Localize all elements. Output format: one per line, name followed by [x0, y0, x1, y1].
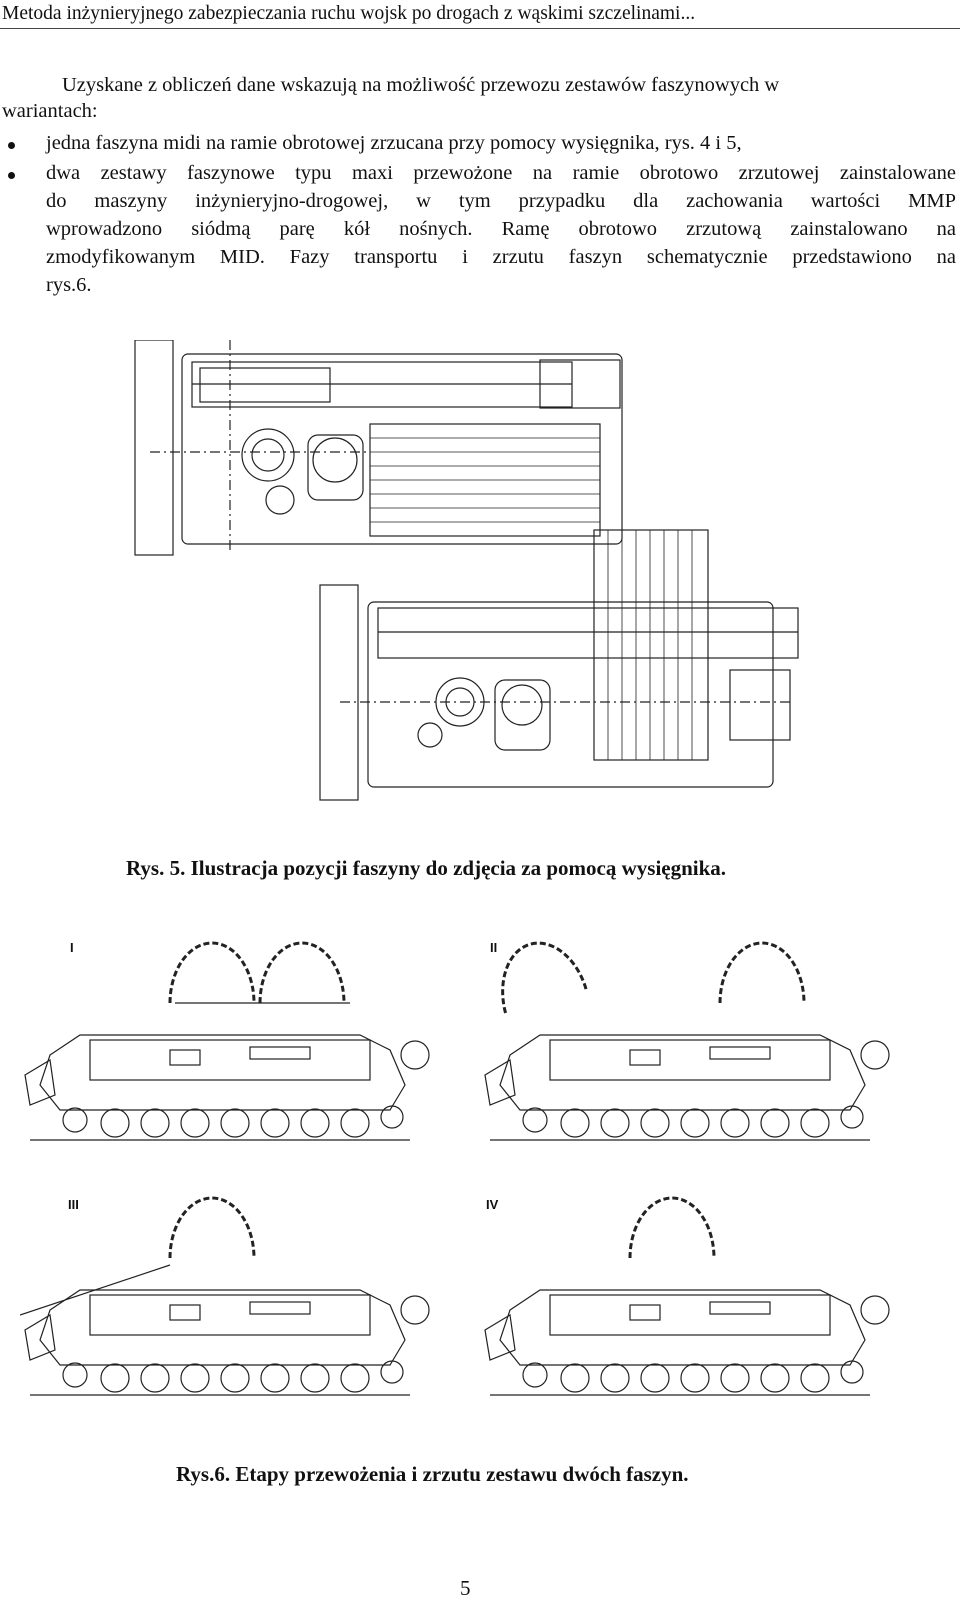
figure-5-caption: Rys. 5. Ilustracja pozycji faszyny do zd… — [126, 856, 727, 880]
bullet-icon — [8, 142, 15, 149]
figure-5-top-view-drawing — [130, 340, 810, 810]
page-number: 5 — [460, 1576, 471, 1600]
figure-6-stages-drawing: I II III IV — [20, 935, 940, 1410]
bullet-2-line-2: do maszyny inżynieryjno-drogowej, w tym … — [46, 190, 956, 212]
intro-line-2: wariantach: — [2, 100, 98, 122]
running-header: Metoda inżynieryjnego zabezpieczania ruc… — [0, 0, 960, 30]
intro-line-1: Uzyskane z obliczeń dane wskazują na moż… — [62, 74, 780, 96]
stage-label-1: I — [70, 940, 74, 955]
dozer-blade-upper — [134, 340, 174, 556]
stage-label-2: II — [490, 940, 498, 955]
bullet-icon — [8, 172, 15, 179]
header-divider — [0, 28, 960, 29]
bullet-2-line-4: zmodyfikowanym MID. Fazy transportu i zr… — [46, 246, 956, 268]
bullet-2-line-1: dwa zestawy faszynowe typu maxi przewożo… — [46, 162, 956, 184]
header-title: Metoda inżynieryjnego zabezpieczania ruc… — [2, 3, 696, 24]
stage-label-3: III — [68, 1197, 79, 1212]
bullet-2-line-3: wprowadzono siódmą parę kół nośnych. Ram… — [46, 218, 956, 240]
fascine-bundle-lower — [593, 529, 709, 761]
stage-label-4: IV — [486, 1197, 499, 1212]
bullet-1-text: jedna faszyna midi na ramie obrotowej zr… — [46, 132, 742, 154]
bullet-2-line-5: rys.6. — [46, 274, 92, 296]
dozer-blade-lower — [319, 584, 359, 801]
figure-6-caption: Rys.6. Etapy przewożenia i zrzutu zestaw… — [176, 1462, 689, 1486]
